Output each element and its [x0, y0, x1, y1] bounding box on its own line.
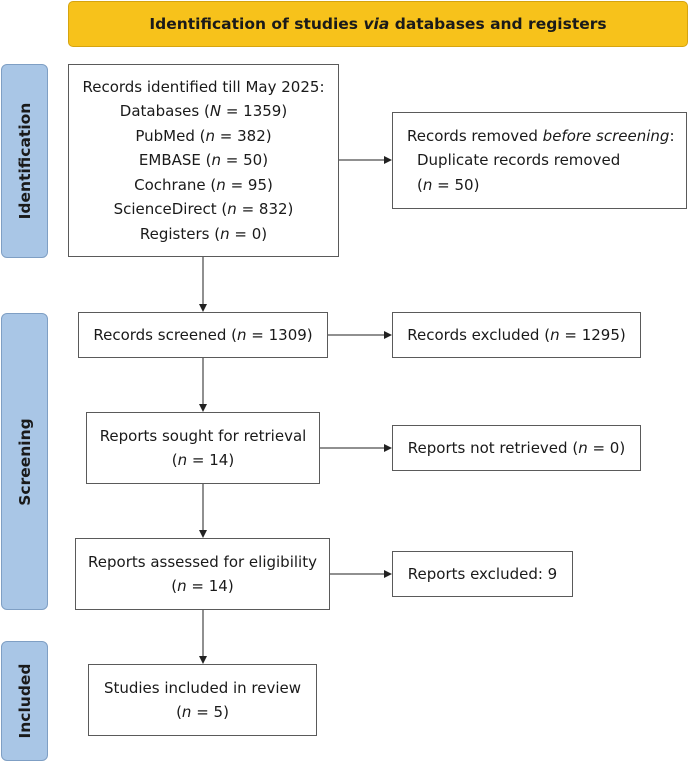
studies-included-count: (n = 5) — [176, 703, 229, 721]
studies-included-box: Studies included in review (n = 5) — [88, 664, 317, 736]
records-screened-text: Records screened (n = 1309) — [93, 325, 313, 344]
header-banner: Identification of studies via databases … — [68, 1, 688, 47]
reports-not-retrieved-text: Reports not retrieved (n = 0) — [407, 438, 626, 457]
cochrane-count: Cochrane (n = 95) — [134, 175, 273, 194]
duplicates-removed-count: (n = 50) — [417, 175, 480, 194]
reports-excluded-text: Reports excluded: 9 — [407, 564, 558, 583]
sciencedirect-count: ScienceDirect (n = 832) — [113, 200, 294, 219]
reports-assessed-box: Reports assessed for eligibility (n = 14… — [75, 538, 330, 610]
records-removed-heading: Records removed before screening: — [407, 126, 675, 145]
studies-included-label: Studies included in review — [103, 678, 302, 697]
records-identified-box: Records identified till May 2025: Databa… — [68, 64, 339, 257]
records-removed-box: Records removed before screening: Duplic… — [392, 112, 687, 209]
reports-excluded-box: Reports excluded: 9 — [392, 551, 573, 597]
reports-sought-box: Reports sought for retrieval (n = 14) — [86, 412, 320, 484]
header-title: Identification of studies via databases … — [149, 15, 607, 33]
records-identified-heading: Records identified till May 2025: — [82, 77, 325, 96]
duplicates-removed-label: Duplicate records removed — [417, 151, 621, 170]
phase-included: Included — [1, 641, 48, 761]
reports-assessed-count: (n = 14) — [171, 577, 234, 595]
reports-sought-label: Reports sought for retrieval — [99, 426, 307, 445]
databases-count: Databases (N = 1359) — [119, 102, 288, 121]
phase-identification: Identification — [1, 64, 48, 258]
records-excluded-text: Records excluded (n = 1295) — [407, 325, 626, 344]
phase-screening: Screening — [1, 313, 48, 610]
reports-not-retrieved-box: Reports not retrieved (n = 0) — [392, 425, 641, 471]
registers-count: Registers (n = 0) — [139, 224, 268, 243]
records-screened-box: Records screened (n = 1309) — [78, 312, 328, 358]
pubmed-count: PubMed (n = 382) — [135, 126, 272, 145]
reports-assessed-label: Reports assessed for eligibility — [88, 552, 317, 571]
records-excluded-box: Records excluded (n = 1295) — [392, 312, 641, 358]
reports-sought-count: (n = 14) — [171, 451, 235, 469]
embase-count: EMBASE (n = 50) — [138, 151, 269, 170]
